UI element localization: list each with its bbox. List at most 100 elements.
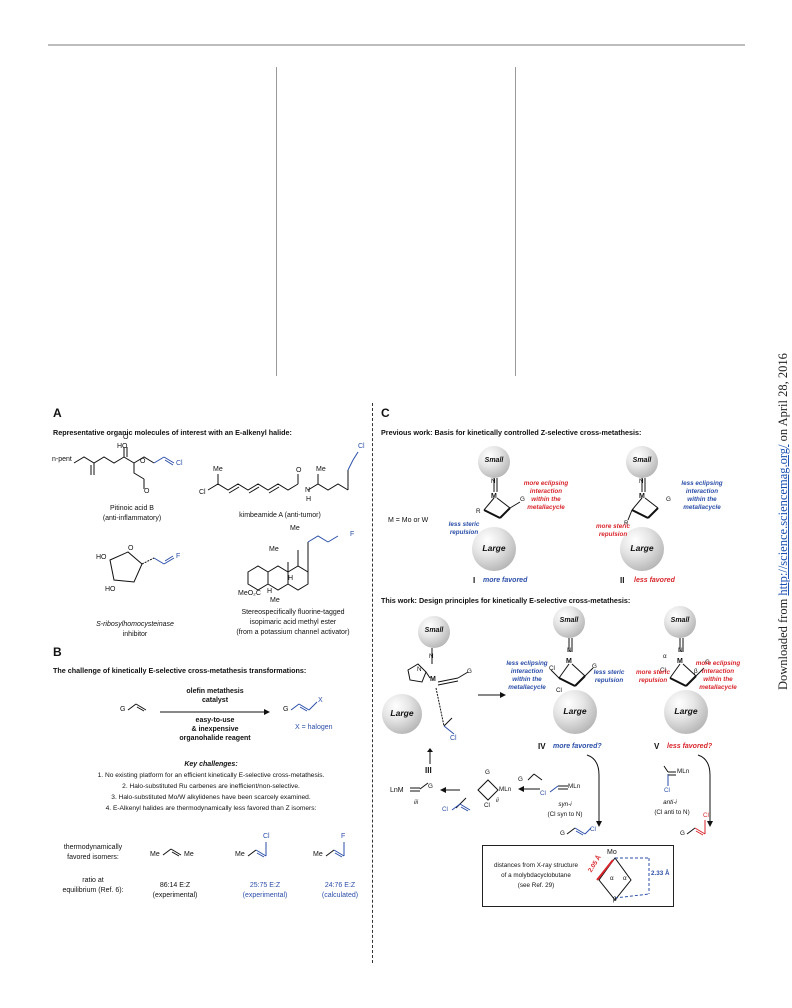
ii-g: G: [485, 769, 490, 776]
iv-blue-note1: less eclipsing interaction within the me…: [506, 660, 548, 691]
panel-a-heading: Representative organic molecules of inte…: [53, 428, 292, 437]
v-red-note2: more eclipsing interaction within the me…: [695, 660, 741, 691]
header-rule: [48, 44, 745, 46]
label-iv: IV: [538, 742, 546, 751]
large-sphere-v: Large: [664, 690, 708, 734]
catalyst-line2: catalyst: [201, 697, 229, 704]
large-label-iv: Large: [563, 706, 587, 716]
kimbeamide-cl: Cl: [199, 489, 206, 496]
xray-dist-blue: 2.33 Å: [651, 870, 670, 877]
anti-cl: Cl: [664, 787, 670, 794]
pitinoic-o1: O: [123, 434, 129, 441]
ii-cl: Cl: [484, 802, 490, 809]
ethylene-chloride: [451, 797, 471, 812]
ratio-label2: equilibrium (Ref. 6):: [62, 887, 124, 894]
nitrogen-iii: N: [429, 653, 434, 660]
arrow-iii-iv: [478, 692, 506, 698]
olefin-g: G: [518, 776, 523, 783]
cl-iv-bottom: Cl: [556, 687, 562, 694]
isopimaric-name2: isopimaric acid methyl ester: [249, 619, 337, 626]
kimbeamide-o: O: [296, 467, 302, 474]
ribosyl-structure: [109, 551, 175, 583]
i-red-note: more eclipsing interaction within the me…: [523, 480, 569, 511]
download-notice: Downloaded from http://science.sciencema…: [748, 310, 790, 710]
xray-box: distances from X-ray structure of a moly…: [482, 845, 674, 907]
syn-note: (Cl syn to N): [547, 811, 583, 818]
isopimaric-me3: Me: [270, 597, 280, 604]
isomer2-note: (experimental): [242, 892, 288, 899]
reagent-line1: easy-to-use: [195, 717, 235, 724]
kimbeamide-me1: Me: [213, 466, 223, 473]
e-product-bond: [566, 827, 592, 836]
panel-b-letter: B: [53, 645, 62, 659]
alkylidene-iii: [407, 648, 469, 735]
isomer3-ratio: 24:76 E:Z: [324, 882, 356, 889]
large-label-v: Large: [674, 706, 698, 716]
label-ii: II: [620, 576, 625, 585]
isopimaric-me2: Me: [269, 546, 279, 553]
cl-iii: Cl: [450, 735, 457, 742]
xray-line1: distances from X-ray structure: [494, 862, 578, 869]
xray-beta: β: [613, 896, 617, 903]
panel-divider: [372, 403, 373, 963]
challenges-title: Key challenges:: [184, 761, 238, 768]
download-link[interactable]: http://science.sciencemag.org/: [776, 444, 790, 596]
large-sphere-iii: Large: [382, 694, 422, 734]
catalyst-line1: olefin metathesis: [186, 688, 244, 695]
nitrogen-iii-b: N: [417, 666, 422, 673]
kimbeamide-cl2: Cl: [358, 443, 365, 450]
challenge-2: 2. Halo-substituted Ru carbenes are inef…: [122, 783, 300, 790]
kimbeamide-me2: Me: [316, 466, 326, 473]
download-suffix: on April 28, 2016: [776, 353, 790, 445]
r-group-i: R: [476, 508, 481, 515]
metal-definition: M = Mo or W: [388, 517, 429, 524]
pitinoic-o3: O: [144, 488, 150, 495]
isomer3-note: (calculated): [321, 892, 359, 899]
label-ii-text: less favored: [634, 577, 675, 584]
metal-v: M: [677, 658, 683, 665]
ribosyl-ho2: HO: [105, 586, 116, 593]
reactant-olefin: [127, 703, 147, 712]
nitrogen-i: N: [491, 478, 496, 485]
cl-iv-left: Cl: [549, 665, 555, 672]
v-red-note1: more steric repulsion: [636, 669, 670, 684]
iii-g: G: [428, 783, 433, 790]
metallacycle-i: [483, 478, 521, 519]
panel-b-heading: The challenge of kinetically E-selective…: [53, 666, 307, 675]
anti-label: anti-i: [663, 799, 677, 806]
syn-bond: [549, 785, 568, 793]
x-definition: X = halogen: [295, 724, 333, 731]
syn-cl: Cl: [540, 790, 546, 797]
small-label-ii: Small: [632, 457, 652, 464]
small-sphere-iii: Small: [418, 616, 450, 648]
isomer2-ratio: 25:75 E:Z: [249, 882, 281, 889]
ribosyl-name2: inhibitor: [122, 631, 148, 638]
beta-v: β: [694, 668, 698, 675]
large-label-iii: Large: [390, 708, 414, 718]
syn-mln: MLn: [568, 783, 581, 790]
pitinoic-substituent: n-pent: [52, 456, 72, 463]
pitinoic-activity: (anti-inflammatory): [102, 515, 162, 522]
ii-mln: MLn: [499, 786, 512, 793]
large-sphere-i: Large: [472, 527, 516, 571]
z-product-g: G: [680, 830, 685, 837]
label-v-text: less favored?: [667, 743, 713, 750]
anti-bond: [663, 765, 676, 786]
ribosyl-f: F: [176, 553, 181, 560]
nitrogen-v: N: [678, 647, 683, 654]
nitrogen-ii: N: [639, 478, 644, 485]
isomer1-note: (experimental): [152, 892, 198, 899]
large-sphere-ii: Large: [620, 527, 664, 571]
g-group-i: G: [520, 496, 525, 503]
isomer2-top: Cl: [263, 833, 270, 840]
arrow-ii-iii: [440, 787, 460, 793]
metal-iii: M: [430, 676, 436, 683]
xray-line3: (see Ref. 29): [517, 882, 555, 889]
small-label-iv: Small: [559, 617, 579, 624]
ii-blue-note: less eclipsing interaction within the me…: [681, 480, 723, 511]
challenge-4: 4. E-Alkenyl halides are thermodynamical…: [105, 805, 317, 812]
lnm-label: LnM: [390, 787, 404, 794]
label-iii: III: [425, 766, 432, 775]
iii-small-label: iii: [414, 799, 419, 806]
isopimaric-structure: [247, 535, 339, 591]
